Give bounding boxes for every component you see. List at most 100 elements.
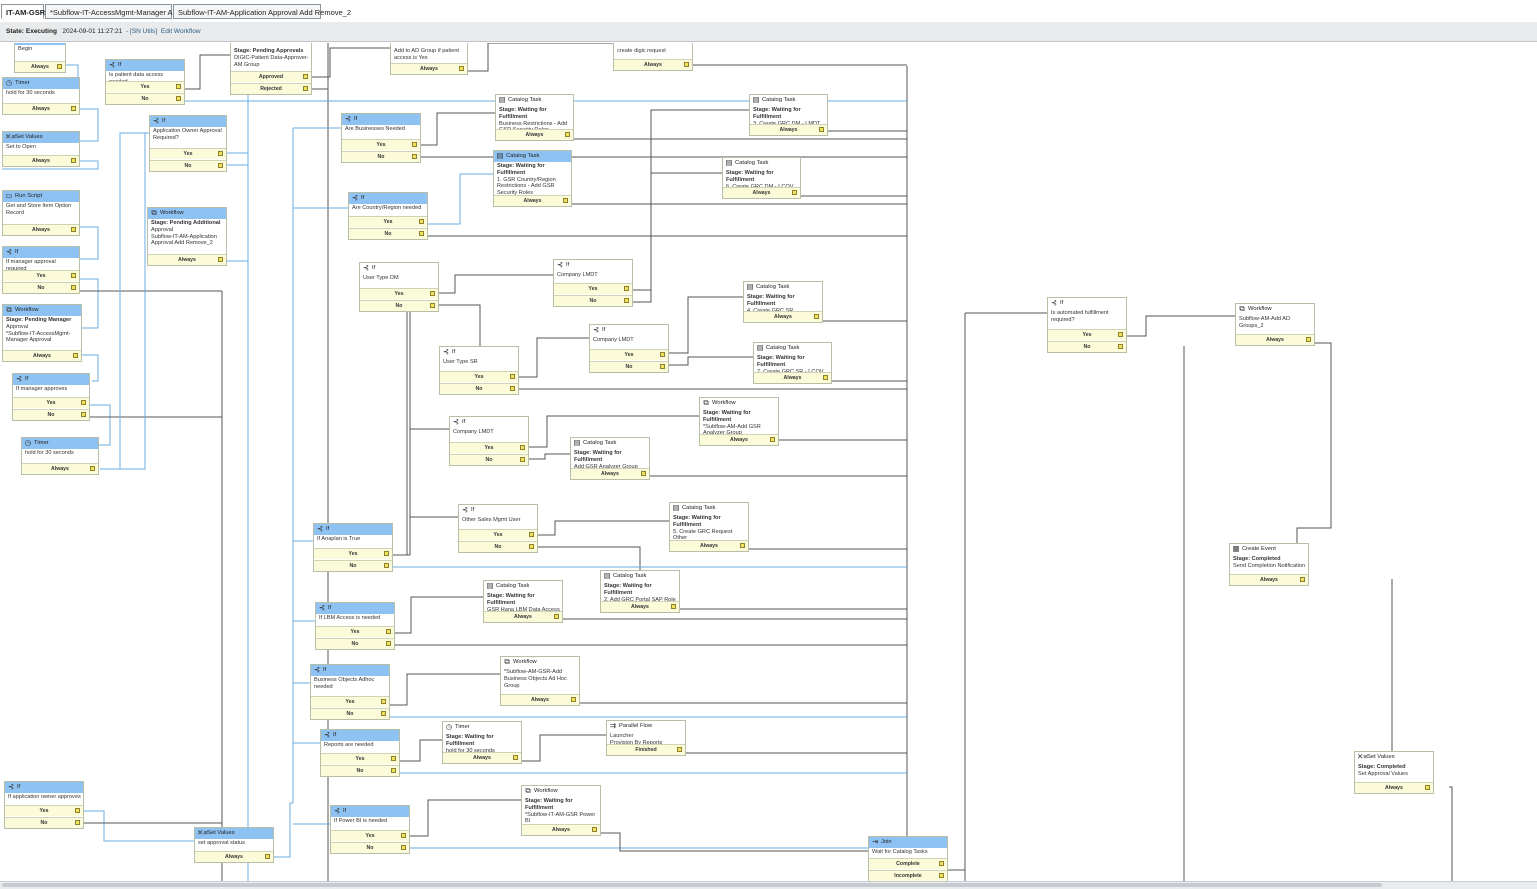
condition-port[interactable] — [1118, 344, 1123, 349]
condition-incomplete[interactable]: Incomplete — [869, 870, 947, 881]
condition-yes[interactable]: Yes — [590, 349, 668, 360]
activity-ad-group[interactable]: ▭Run ScriptAdd to AD Group if patientacc… — [390, 43, 468, 75]
condition-port[interactable] — [1306, 337, 1311, 342]
condition-port[interactable] — [770, 437, 775, 442]
condition-no[interactable]: No — [13, 409, 89, 420]
condition-yes[interactable]: Yes — [360, 288, 438, 299]
condition-port[interactable] — [459, 66, 464, 71]
condition-port[interactable] — [419, 219, 424, 224]
condition-port[interactable] — [624, 298, 629, 303]
condition-port[interactable] — [1118, 332, 1123, 337]
condition-always[interactable]: Always — [1230, 574, 1308, 585]
condition-always[interactable]: Always — [3, 350, 81, 361]
condition-complete[interactable]: Complete — [869, 858, 947, 869]
condition-no[interactable]: No — [5, 817, 83, 828]
condition-no[interactable]: No — [342, 151, 420, 162]
condition-no[interactable]: No — [321, 765, 399, 776]
condition-port[interactable] — [73, 353, 78, 358]
condition-yes[interactable]: Yes — [316, 626, 394, 637]
condition-port[interactable] — [430, 303, 435, 308]
condition-yes[interactable]: Yes — [331, 830, 409, 841]
condition-port[interactable] — [529, 544, 534, 549]
condition-no[interactable]: No — [3, 282, 79, 293]
condition-always[interactable]: Always — [754, 372, 831, 383]
condition-port[interactable] — [792, 190, 797, 195]
condition-port[interactable] — [75, 820, 80, 825]
condition-no[interactable]: No — [311, 708, 389, 719]
condition-yes[interactable]: Yes — [554, 283, 632, 294]
edit-workflow-link[interactable]: Edit Workflow — [160, 28, 201, 35]
condition-no[interactable]: No — [349, 228, 427, 239]
condition-port[interactable] — [218, 257, 223, 262]
condition-port[interactable] — [513, 755, 518, 760]
condition-yes[interactable]: Yes — [440, 371, 518, 382]
condition-always[interactable]: Always — [484, 611, 562, 622]
condition-always[interactable]: Always — [195, 851, 273, 862]
condition-always[interactable]: Always — [670, 540, 748, 551]
condition-port[interactable] — [529, 532, 534, 537]
condition-always[interactable]: Always — [700, 434, 778, 445]
activity-begin[interactable]: ◷BeginBeginAlways — [14, 43, 66, 73]
condition-port[interactable] — [939, 861, 944, 866]
condition-port[interactable] — [381, 699, 386, 704]
condition-yes[interactable]: Yes — [321, 753, 399, 764]
tab-item[interactable]: *Subflow-IT-AccessMgmt-Manager Approval — [45, 4, 197, 19]
condition-port[interactable] — [430, 291, 435, 296]
horizontal-scrollbar[interactable] — [0, 881, 1537, 889]
condition-always[interactable]: Always — [744, 311, 822, 322]
condition-port[interactable] — [660, 352, 665, 357]
condition-port[interactable] — [592, 827, 597, 832]
condition-yes[interactable]: Yes — [349, 216, 427, 227]
condition-port[interactable] — [563, 198, 568, 203]
condition-port[interactable] — [391, 768, 396, 773]
condition-always[interactable]: Always — [22, 463, 98, 474]
condition-port[interactable] — [412, 154, 417, 159]
condition-port[interactable] — [565, 132, 570, 137]
condition-port[interactable] — [660, 364, 665, 369]
condition-always[interactable]: Always — [494, 195, 571, 206]
condition-port[interactable] — [381, 711, 386, 716]
tab-item[interactable]: IT-AM-GSR_3 — [1, 4, 54, 19]
condition-always[interactable]: Always — [3, 224, 79, 235]
condition-no[interactable]: No — [150, 160, 226, 171]
condition-always[interactable]: Always — [443, 752, 521, 763]
condition-no[interactable]: No — [554, 295, 632, 306]
condition-port[interactable] — [412, 142, 417, 147]
condition-port[interactable] — [303, 86, 308, 91]
condition-always[interactable]: Always — [1236, 334, 1314, 345]
condition-port[interactable] — [386, 641, 391, 646]
condition-port[interactable] — [386, 629, 391, 634]
condition-port[interactable] — [624, 286, 629, 291]
condition-port[interactable] — [1425, 785, 1430, 790]
condition-port[interactable] — [71, 285, 76, 290]
condition-no[interactable]: No — [440, 383, 518, 394]
condition-yes[interactable]: Yes — [342, 139, 420, 150]
condition-always[interactable]: Always — [723, 187, 800, 198]
condition-no[interactable]: No — [314, 560, 392, 571]
condition-yes[interactable]: Yes — [314, 548, 392, 559]
condition-no[interactable]: No — [316, 638, 394, 649]
condition-port[interactable] — [401, 845, 406, 850]
